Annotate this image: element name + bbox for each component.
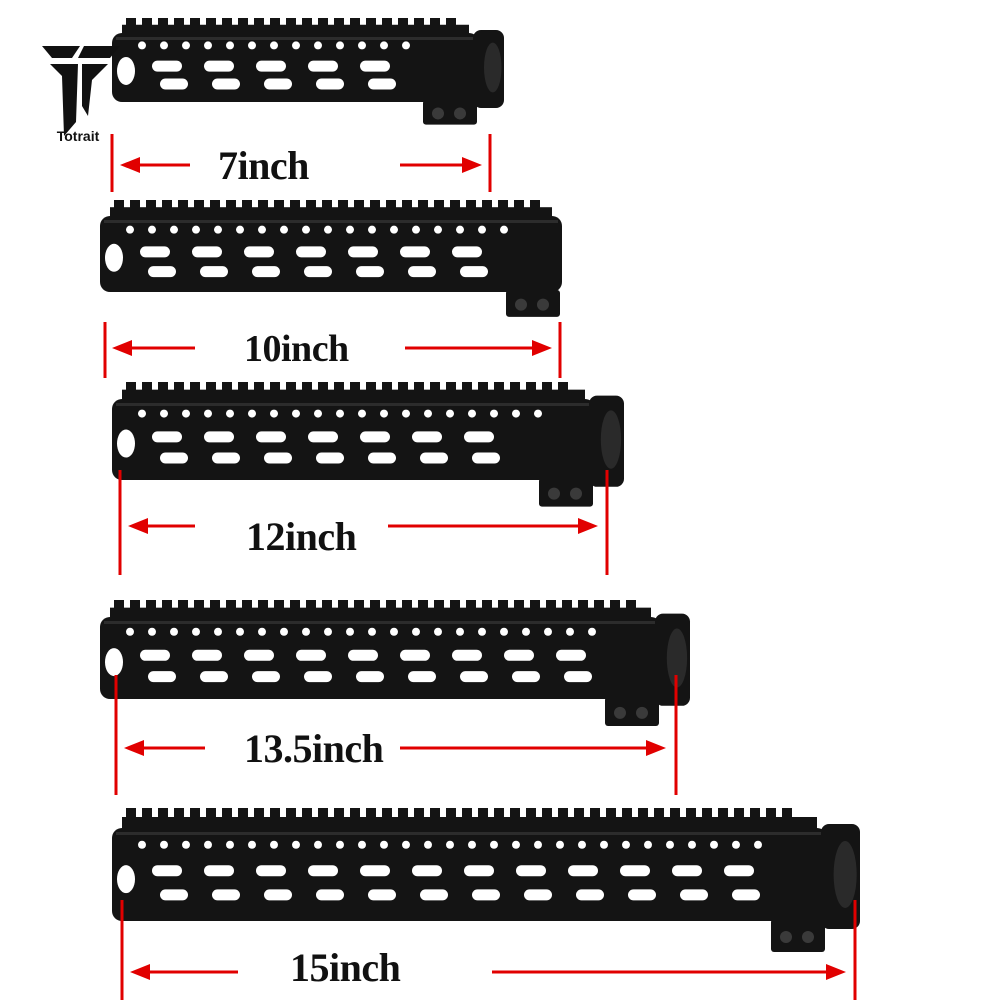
brand-name: Totrait	[56, 128, 100, 144]
handguard-rail-1	[100, 200, 562, 317]
length-arrow-4	[120, 900, 857, 1000]
length-label-13-5inch: 13.5inch	[244, 726, 384, 771]
length-label-7inch: 7inch	[218, 143, 309, 188]
handguard-rail-2	[112, 382, 624, 507]
length-arrow-2	[118, 470, 609, 575]
handguard-rail-0	[112, 18, 504, 125]
length-arrow-1	[103, 322, 562, 378]
handguard-rail-4	[112, 808, 860, 952]
length-arrow-0	[110, 134, 492, 192]
brand-logo	[42, 46, 120, 136]
handguard-rail-3	[100, 600, 690, 727]
length-label-12inch: 12inch	[246, 514, 357, 559]
length-arrow-3	[114, 675, 678, 795]
length-label-10inch: 10inch	[244, 328, 349, 370]
length-label-15inch: 15inch	[290, 945, 401, 990]
